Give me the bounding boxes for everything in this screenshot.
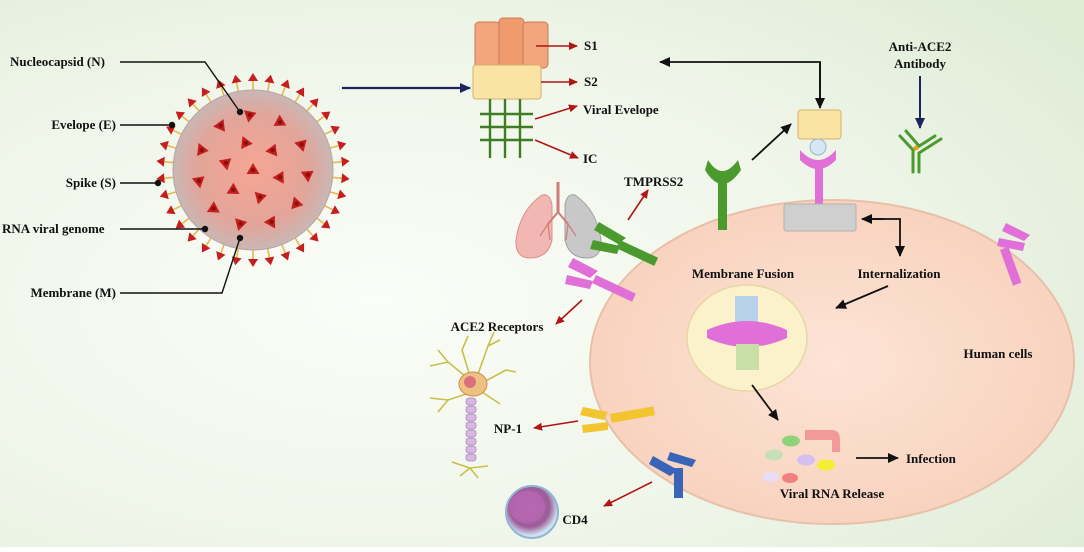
label-ace2-receptors: ACE2 Receptors [451, 319, 544, 334]
virus-leader-lines [120, 61, 241, 294]
cd4-t-cell [505, 485, 559, 539]
spike-structure [472, 17, 549, 158]
cd4-receptor [649, 452, 696, 498]
viral-rna-fragments [763, 430, 840, 483]
label-membrane: Membrane (M) [30, 285, 116, 300]
label-human-cells: Human cells [964, 346, 1033, 361]
tmprss2-receptor-side [590, 222, 659, 266]
label-anti-ace2-line1: Anti-ACE2 [889, 39, 952, 54]
np1-receptor [580, 406, 655, 433]
label-s1: S1 [584, 38, 598, 53]
ace2-receptor-side [565, 258, 636, 302]
label-ic: IC [583, 151, 597, 166]
neuron-illustration [429, 331, 517, 479]
label-envelope: Evelope (E) [51, 117, 116, 132]
tmprss2-receptor-top [705, 160, 741, 230]
label-np1: NP-1 [494, 421, 522, 436]
label-cd4: CD4 [562, 512, 588, 527]
label-viral-envelope: Viral Evelope [583, 102, 659, 117]
label-spike: Spike (S) [66, 175, 116, 190]
label-membrane-fusion: Membrane Fusion [692, 266, 795, 281]
label-nucleocapsid: Nucleocapsid (N) [10, 54, 105, 69]
label-rna-genome: RNA viral genome [2, 221, 105, 236]
endosome [686, 284, 808, 392]
lungs-illustration [515, 182, 602, 259]
ace2-receptor-right [997, 223, 1030, 286]
label-infection: Infection [906, 451, 957, 466]
label-anti-ace2-line2: Antibody [894, 56, 947, 71]
human-cell [589, 199, 1075, 525]
label-internalization: Internalization [857, 266, 941, 281]
coronavirus-particle [155, 72, 351, 268]
label-viral-rna-release: Viral RNA Release [780, 486, 884, 501]
label-tmprss2: TMPRSS2 [624, 174, 683, 189]
label-s2: S2 [584, 74, 598, 89]
ace2-spike-complex [783, 109, 857, 232]
